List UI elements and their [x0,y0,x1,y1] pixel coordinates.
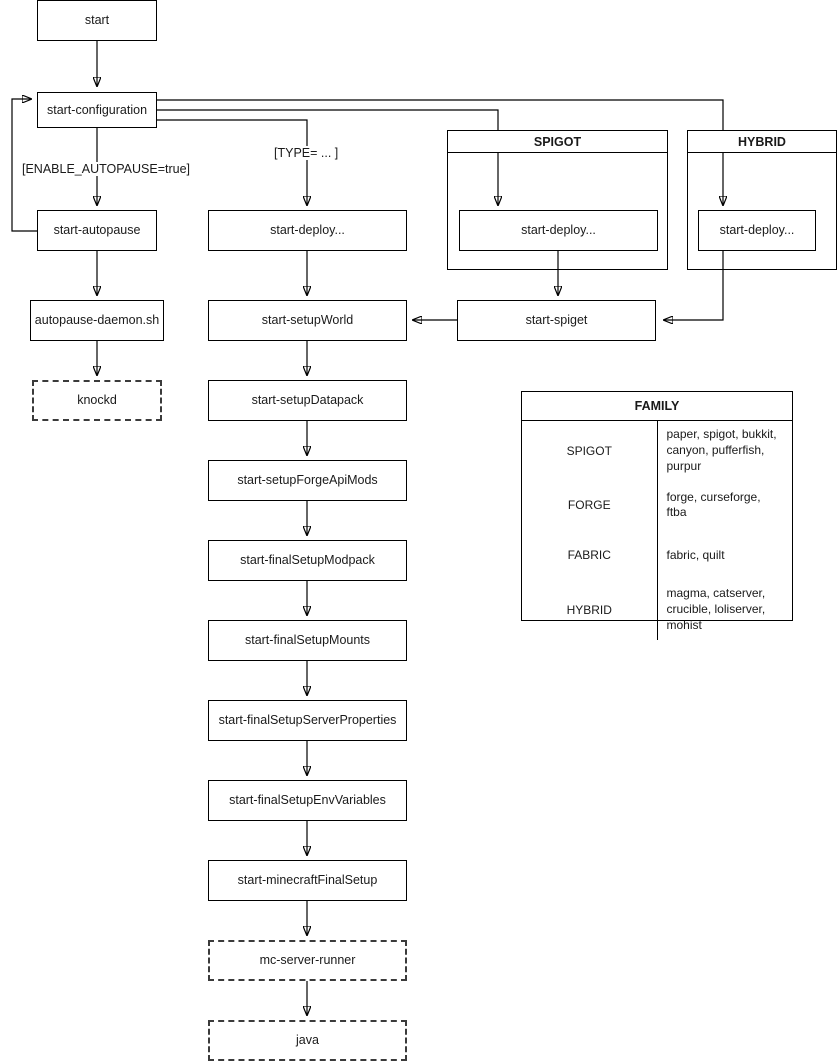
node-start[interactable]: start [37,0,157,41]
group-spigot-title: SPIGOT [448,131,667,153]
legend-value-hybrid: magma, catserver, crucible, loliserver, … [666,586,766,633]
node-start-final-setup-server-properties[interactable]: start-finalSetupServerProperties [208,700,407,741]
node-start-final-setup-mounts[interactable]: start-finalSetupMounts [208,620,407,661]
node-start-deploy-main[interactable]: start-deploy... [208,210,407,251]
legend-key-spigot: SPIGOT [522,420,658,481]
node-start-setup-world[interactable]: start-setupWorld [208,300,407,341]
node-start-deploy-hybrid[interactable]: start-deploy... [698,210,816,251]
node-knockd[interactable]: knockd [32,380,162,421]
legend-row-fabric: FABRIC fabric, quilt [522,530,792,581]
legend-value-forge: forge, curseforge, ftba [666,489,761,520]
node-mc-server-runner[interactable]: mc-server-runner [208,940,407,981]
group-hybrid-title: HYBRID [688,131,836,153]
legend-row-spigot: SPIGOT paper, spigot, bukkit, canyon, pu… [522,420,792,481]
legend-value-fabric: fabric, quilt [666,547,725,562]
legend-value-spigot: paper, spigot, bukkit, canyon, pufferfis… [666,427,777,473]
legend-table: FAMILY SPIGOT paper, spigot, bukkit, can… [522,392,792,640]
node-start-final-setup-env-variables[interactable]: start-finalSetupEnvVariables [208,780,407,821]
legend-key-forge: FORGE [522,480,658,531]
legend-key-hybrid: HYBRID [522,580,658,640]
legend-family-table: FAMILY SPIGOT paper, spigot, bukkit, can… [521,391,793,640]
node-start-deploy-spigot[interactable]: start-deploy... [459,210,658,251]
legend-body: SPIGOT paper, spigot, bukkit, canyon, pu… [522,420,792,640]
node-start-configuration[interactable]: start-configuration [37,92,157,128]
node-start-final-setup-modpack[interactable]: start-finalSetupModpack [208,540,407,581]
node-java[interactable]: java [208,1020,407,1061]
legend-header: FAMILY [522,392,792,421]
edge-label-enable-autopause: [ENABLE_AUTOPAUSE=true] [20,162,193,176]
node-start-autopause[interactable]: start-autopause [37,210,157,251]
node-start-setup-forge-api-mods[interactable]: start-setupForgeApiMods [208,460,407,501]
edge-label-type: [TYPE= ... ] [272,146,341,160]
legend-row-hybrid: HYBRID magma, catserver, crucible, lolis… [522,580,792,640]
legend-key-fabric: FABRIC [522,530,658,581]
node-start-spiget[interactable]: start-spiget [457,300,656,341]
legend-row-forge: FORGE forge, curseforge, ftba [522,480,792,531]
node-start-setup-datapack[interactable]: start-setupDatapack [208,380,407,421]
node-autopause-daemon[interactable]: autopause-daemon.sh [30,300,164,341]
group-hybrid: HYBRID [687,130,837,270]
node-start-minecraft-final-setup[interactable]: start-minecraftFinalSetup [208,860,407,901]
